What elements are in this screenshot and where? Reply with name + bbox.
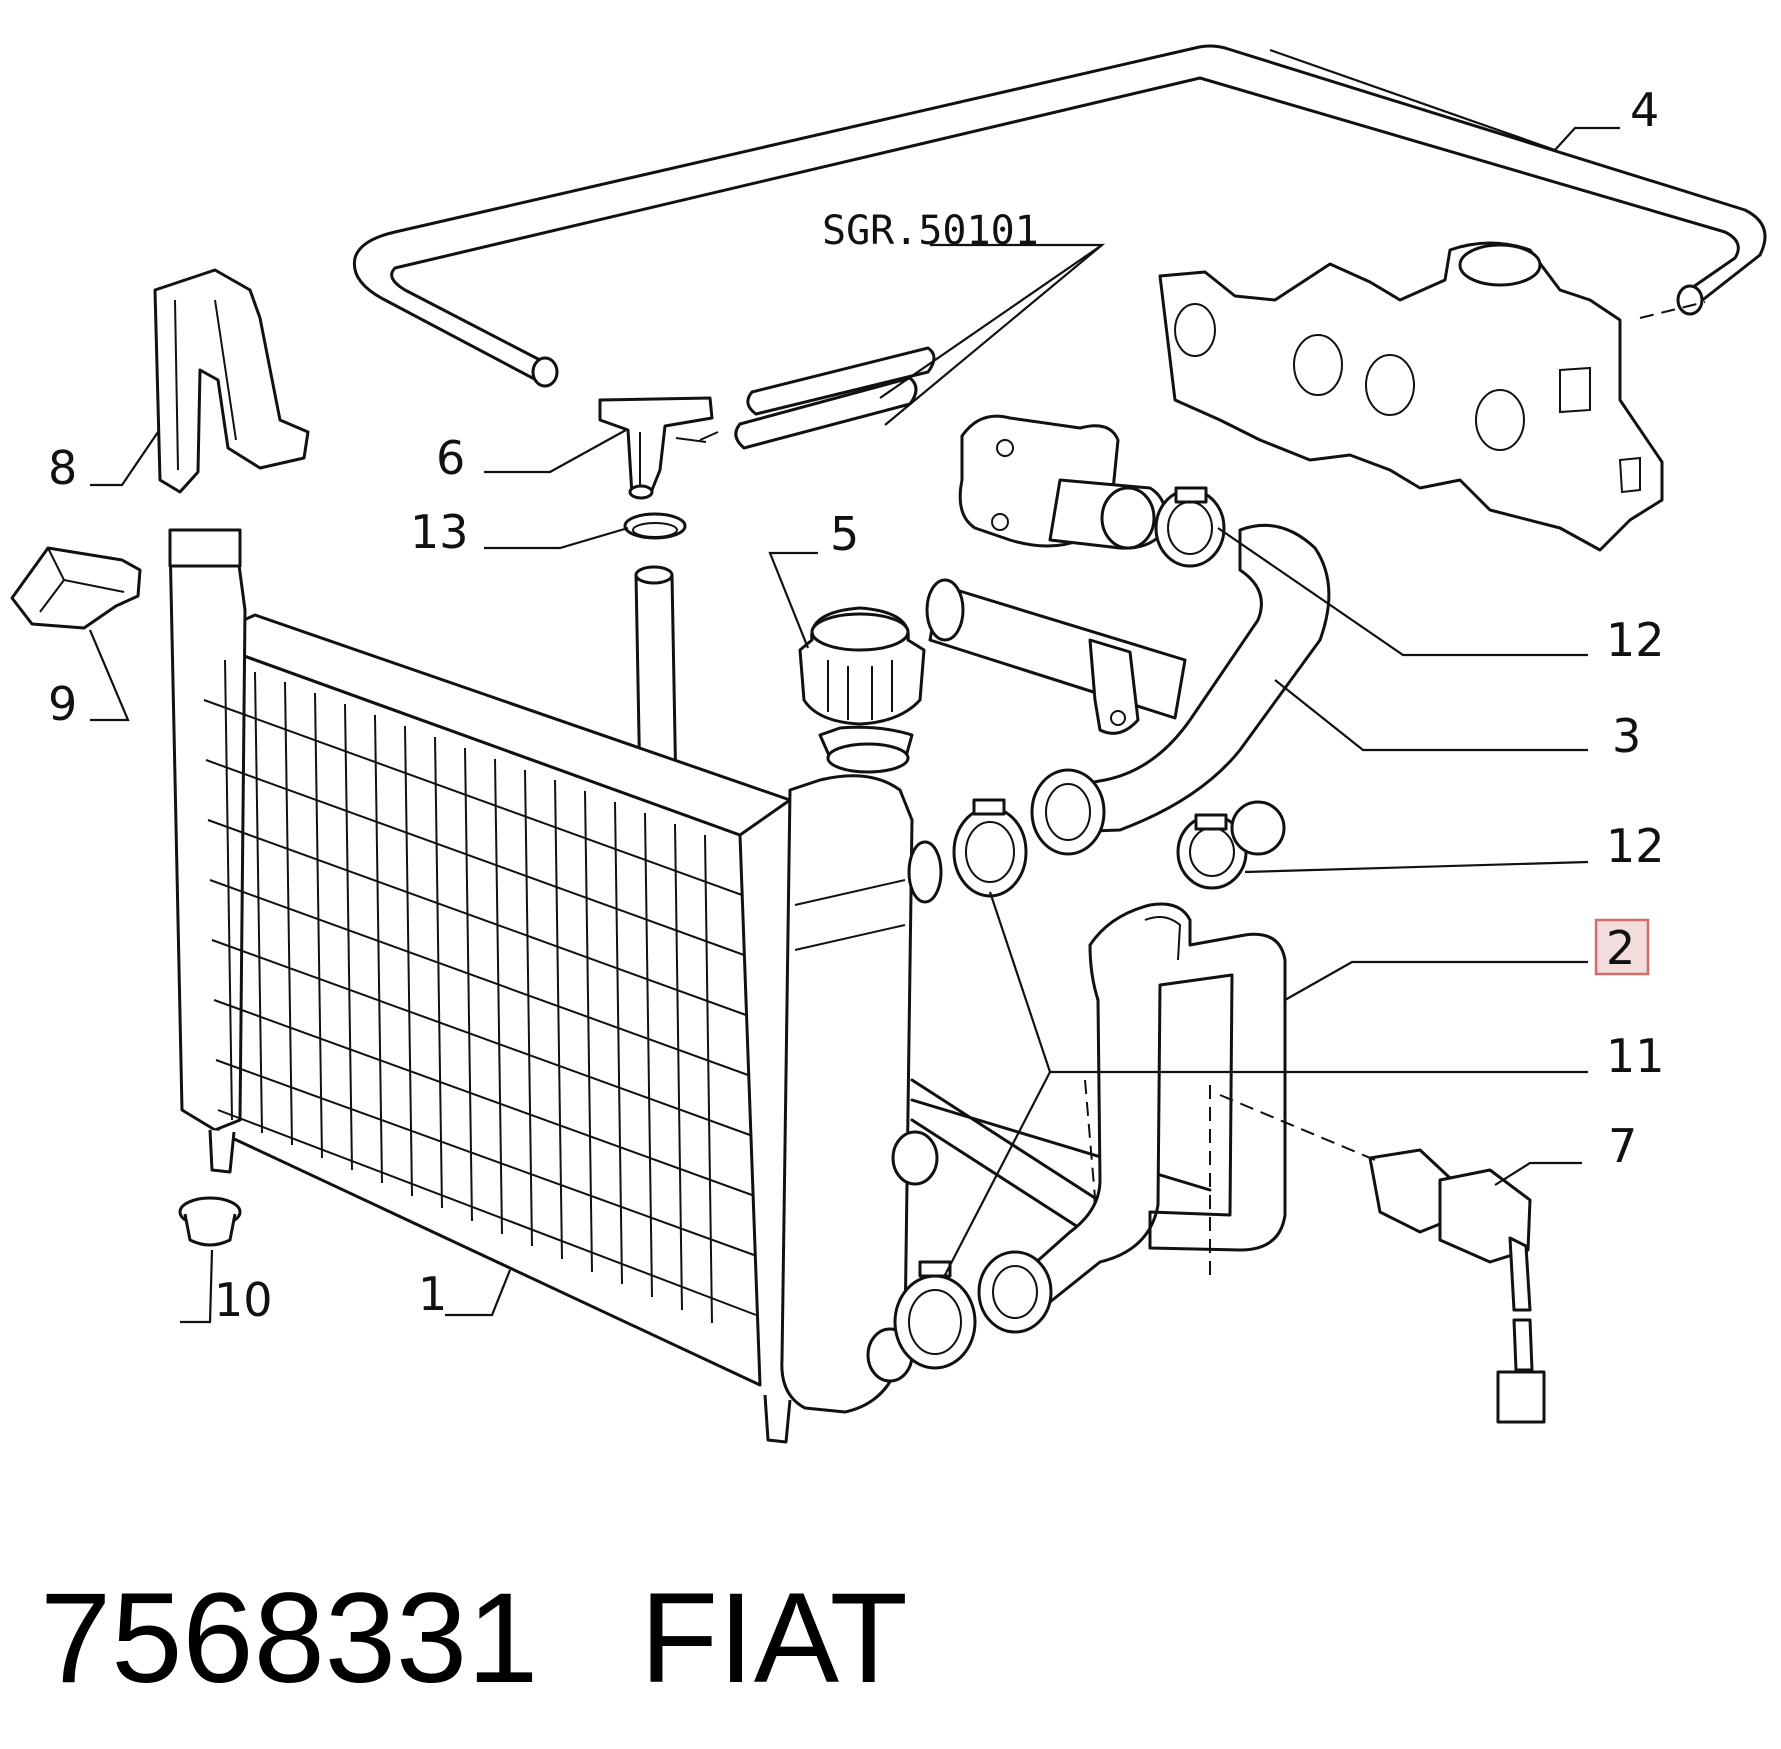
part-12-clamp-lower: [1176, 800, 1286, 890]
part-7-sender: [1368, 1148, 1546, 1424]
metal-pipe-bracket: [925, 578, 1187, 735]
sgr-hose-pieces: [734, 346, 936, 450]
callout-11: 11: [1606, 1029, 1665, 1083]
part-9-switch: [10, 546, 142, 630]
part-11-clamp-lower: [893, 1260, 977, 1370]
part-2-lower-hose: [977, 902, 1287, 1334]
callout-12-lower: 12: [1606, 819, 1665, 873]
callout-3: 3: [1612, 709, 1641, 763]
part-5-cap: [798, 606, 926, 726]
radiator-side-tank: [780, 725, 1212, 1414]
part-4-bleed-hose: [352, 44, 1767, 388]
part-6-t-connector: [598, 396, 719, 500]
radiator-core-grid: [203, 659, 757, 1324]
callout-7: 7: [1608, 1119, 1637, 1173]
callout-2-highlight: [1594, 918, 1650, 976]
callout-13: 13: [410, 505, 469, 559]
vertical-pipe: [634, 565, 678, 796]
callout-4: 4: [1630, 83, 1659, 137]
part-11-clamp-upper: [952, 798, 1028, 898]
engine-manifold: [1158, 241, 1664, 552]
part-12-clamp-upper: [1154, 486, 1226, 568]
callout-12-upper: 12: [1606, 613, 1665, 667]
part-3-upper-hose: [1030, 523, 1331, 856]
callout-9: 9: [48, 677, 77, 731]
thermostat-housing: [958, 414, 1168, 550]
sgr-reference-label: SGR.50101: [822, 208, 1039, 254]
assembly-dash-lines: [1084, 301, 1706, 1280]
callout-1: 1: [418, 1267, 447, 1321]
brand-name: FIAT: [640, 1567, 908, 1710]
leader-lines: [88, 48, 1620, 1324]
part-10-grommet: [178, 1196, 242, 1247]
part-number: 7568331: [40, 1567, 538, 1710]
part-8-bracket: [153, 268, 310, 494]
callout-2: 2: [1606, 921, 1635, 975]
callout-5: 5: [830, 507, 859, 561]
callout-6: 6: [436, 431, 465, 485]
callout-10: 10: [214, 1273, 273, 1327]
part-1-radiator: [168, 528, 792, 1444]
part-13-clamp: [623, 512, 687, 540]
callout-8: 8: [48, 441, 77, 495]
